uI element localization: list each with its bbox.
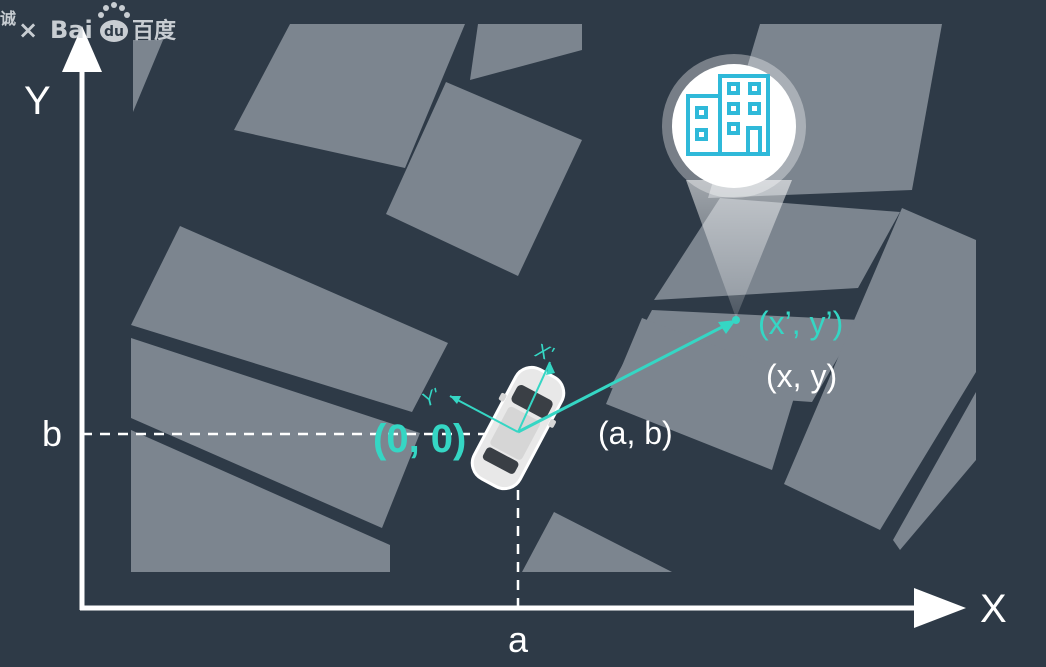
car-mirror-right	[548, 419, 556, 428]
car	[470, 365, 566, 491]
x-axis-label: X	[980, 587, 1007, 631]
paw-icon	[98, 2, 130, 42]
car-rear-window	[482, 447, 519, 474]
landmark-point	[732, 316, 740, 324]
city-block	[133, 40, 163, 112]
b-tick-label: b	[42, 413, 62, 454]
city-block	[784, 208, 976, 530]
landmark-local-label: (x’, y’)	[758, 305, 843, 341]
vehicle-position-label: (a, b)	[598, 415, 673, 451]
x-axis-arrowhead	[914, 588, 966, 628]
building-icon	[686, 74, 770, 156]
watermark-left-char: 诚	[0, 9, 16, 28]
origin-label: (0, 0)	[373, 417, 466, 461]
local-y-axis	[449, 395, 519, 433]
city-block	[470, 24, 582, 80]
pin-beam	[686, 180, 792, 318]
city-block	[606, 318, 800, 470]
vector-to-landmark	[517, 322, 729, 434]
location-pin	[662, 54, 806, 318]
local-x-arrowhead	[546, 362, 555, 375]
car-mirror-left	[498, 392, 507, 402]
baidu-watermark: 诚 × Bai du 百度	[0, 2, 177, 44]
y-axis-arrowhead	[62, 26, 102, 72]
city-block	[131, 338, 420, 528]
vector-arrowhead	[718, 320, 736, 334]
local-x-axis	[517, 361, 551, 433]
city-block	[234, 24, 465, 168]
city-block	[522, 512, 672, 572]
a-tick-label: a	[508, 619, 529, 660]
city-block	[386, 82, 582, 276]
city-block	[131, 430, 390, 572]
city-block	[131, 226, 448, 412]
watermark-paw-text: du	[104, 24, 124, 40]
car-roof	[490, 406, 540, 460]
city-block	[893, 392, 976, 550]
local-y-arrowhead	[450, 396, 461, 404]
watermark-brand-cn: 百度	[132, 18, 177, 44]
landmark-global-label: (x, y)	[766, 358, 837, 394]
close-icon: ×	[18, 16, 38, 44]
watermark-brand: Bai	[50, 16, 93, 44]
y-axis-label: Y	[24, 79, 51, 123]
